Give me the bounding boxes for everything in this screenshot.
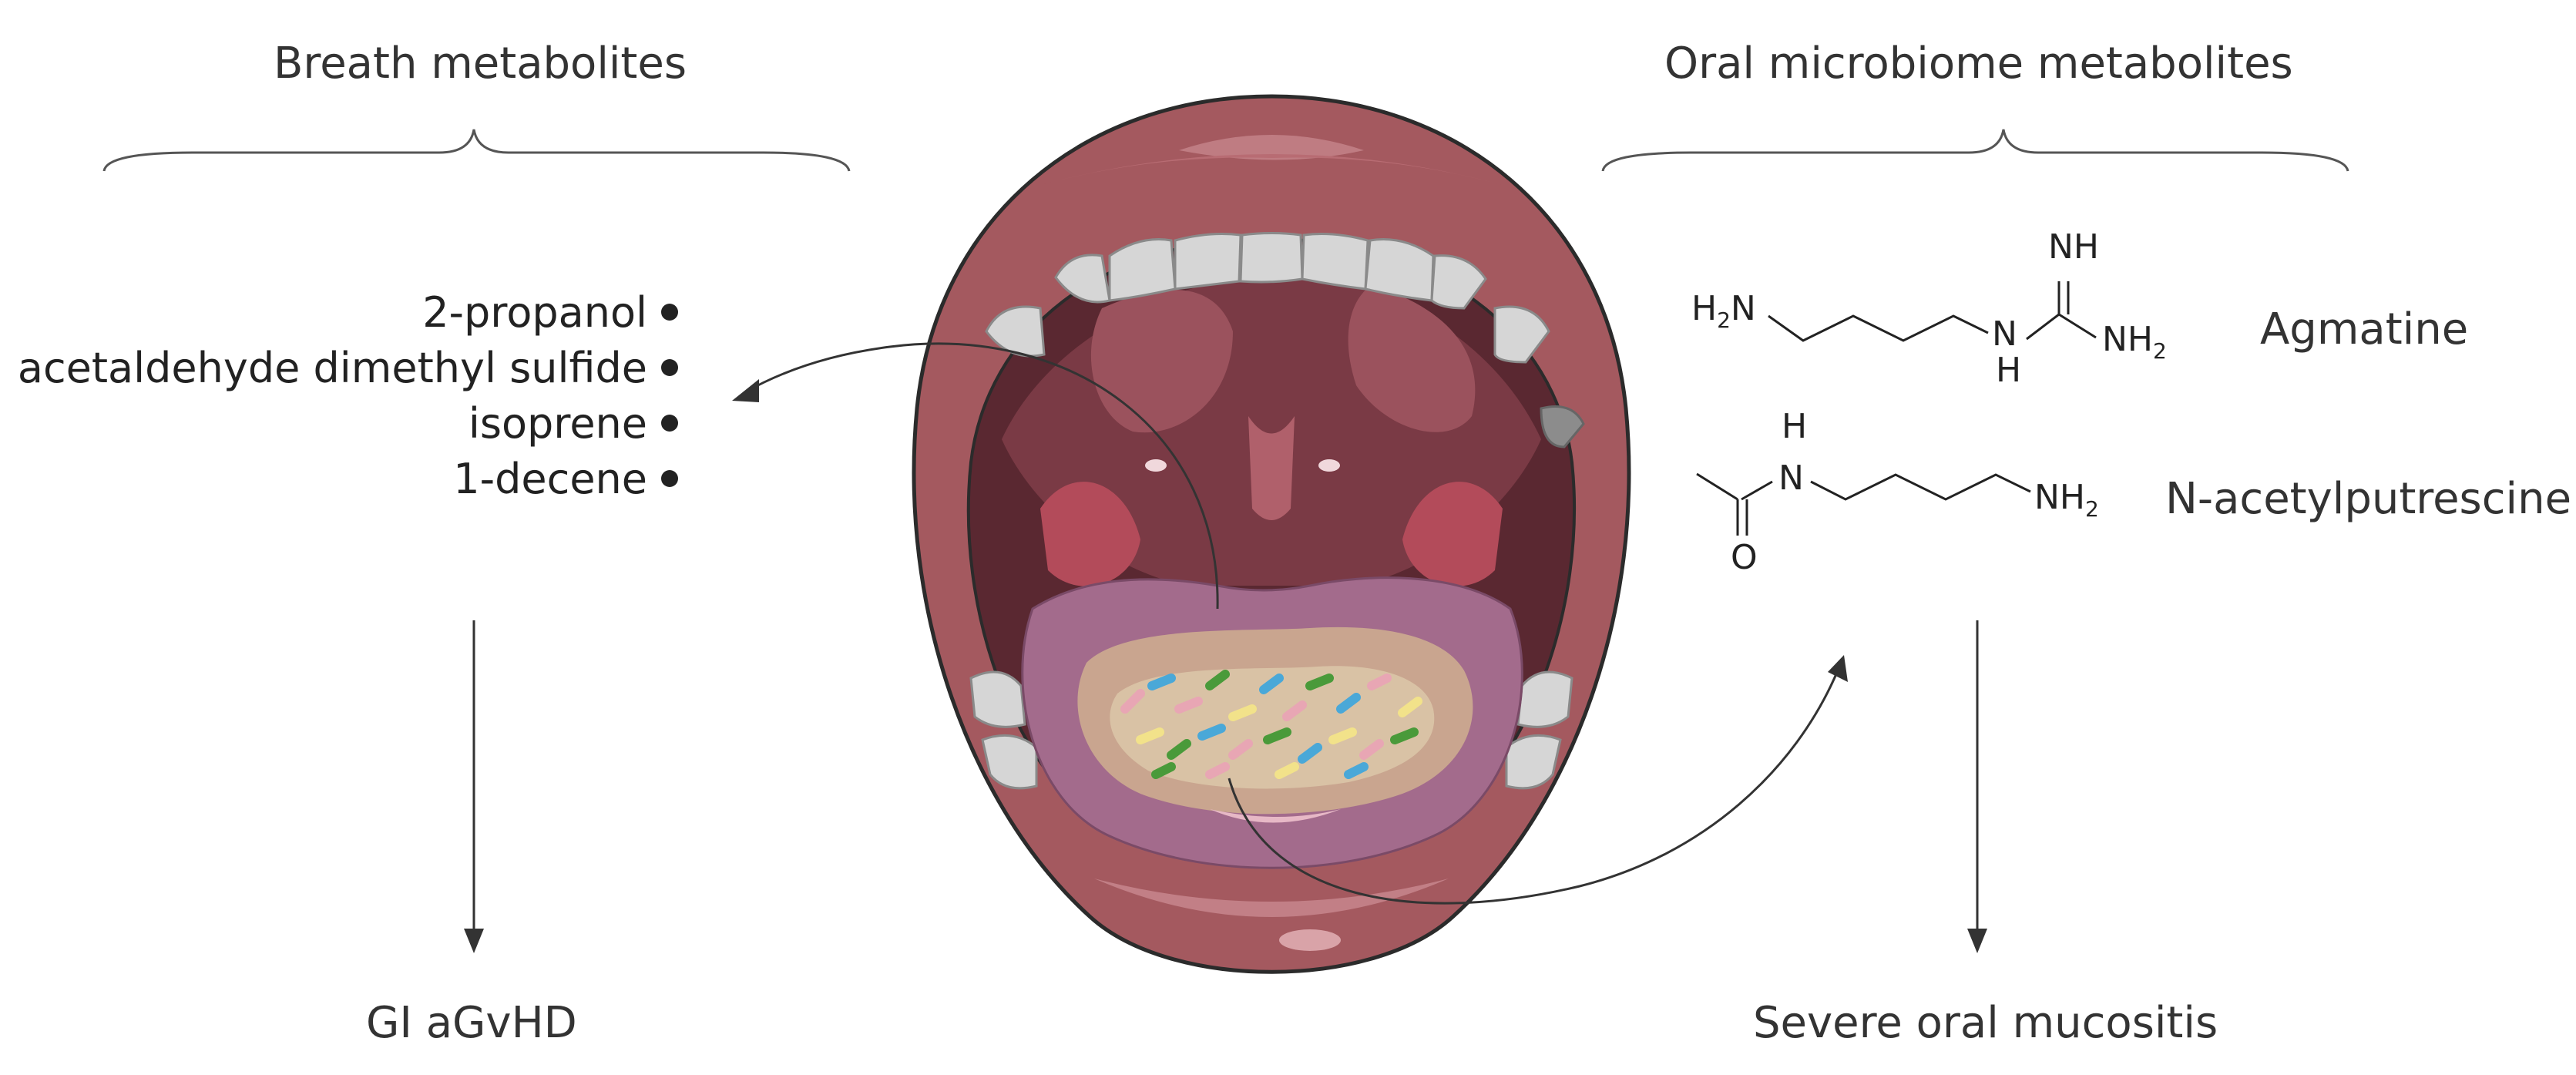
severe-oral-mucositis-outcome: Severe oral mucositis: [1753, 998, 2218, 1048]
breath-arrow: [743, 342, 1219, 610]
breath-metabolites-brace: [102, 129, 851, 172]
list-item: 1-decene: [18, 452, 678, 507]
breath-metabolites-heading: Breath metabolites: [274, 39, 687, 89]
svg-text:N: N: [1992, 314, 2017, 354]
list-item: acetaldehyde dimethyl sulfide: [18, 341, 678, 396]
list-item: 2-propanol: [18, 285, 678, 341]
breath-arrowhead: [732, 379, 759, 402]
n-acetylputrescine-structure: H N O NH2: [1696, 408, 2099, 577]
left-down-arrow: [464, 620, 484, 953]
svg-text:NH2: NH2: [2034, 478, 2099, 522]
microbiome-arrowhead: [1828, 655, 1848, 682]
oral-microbiome-brace: [1601, 129, 2349, 172]
right-down-arrow: [1967, 620, 1987, 953]
svg-text:NH: NH: [2048, 227, 2099, 267]
open-mouth-illustration: [912, 94, 1631, 974]
oral-microbiome-heading: Oral microbiome metabolites: [1664, 39, 2293, 89]
svg-text:O: O: [1731, 538, 1758, 577]
agmatine-structure: H2N NH N H NH2: [1691, 227, 2167, 390]
lower-teeth: [969, 670, 1573, 790]
upper-teeth: [985, 232, 1550, 364]
agmatine-label: Agmatine: [2260, 304, 2469, 354]
svg-text:H2N: H2N: [1691, 289, 1756, 333]
bacteria-cluster: [1120, 670, 1422, 779]
svg-text:NH2: NH2: [2102, 320, 2167, 364]
list-item: isoprene: [18, 396, 678, 452]
svg-text:H: H: [1782, 408, 1807, 446]
svg-text:N: N: [1778, 459, 1804, 498]
n-acetylputrescine-label: N-acetylputrescine: [2165, 474, 2572, 524]
gi-agvhd-outcome: GI aGvHD: [366, 998, 577, 1048]
microbiome-arrow: [1228, 670, 1839, 905]
svg-text:H: H: [1996, 351, 2021, 390]
